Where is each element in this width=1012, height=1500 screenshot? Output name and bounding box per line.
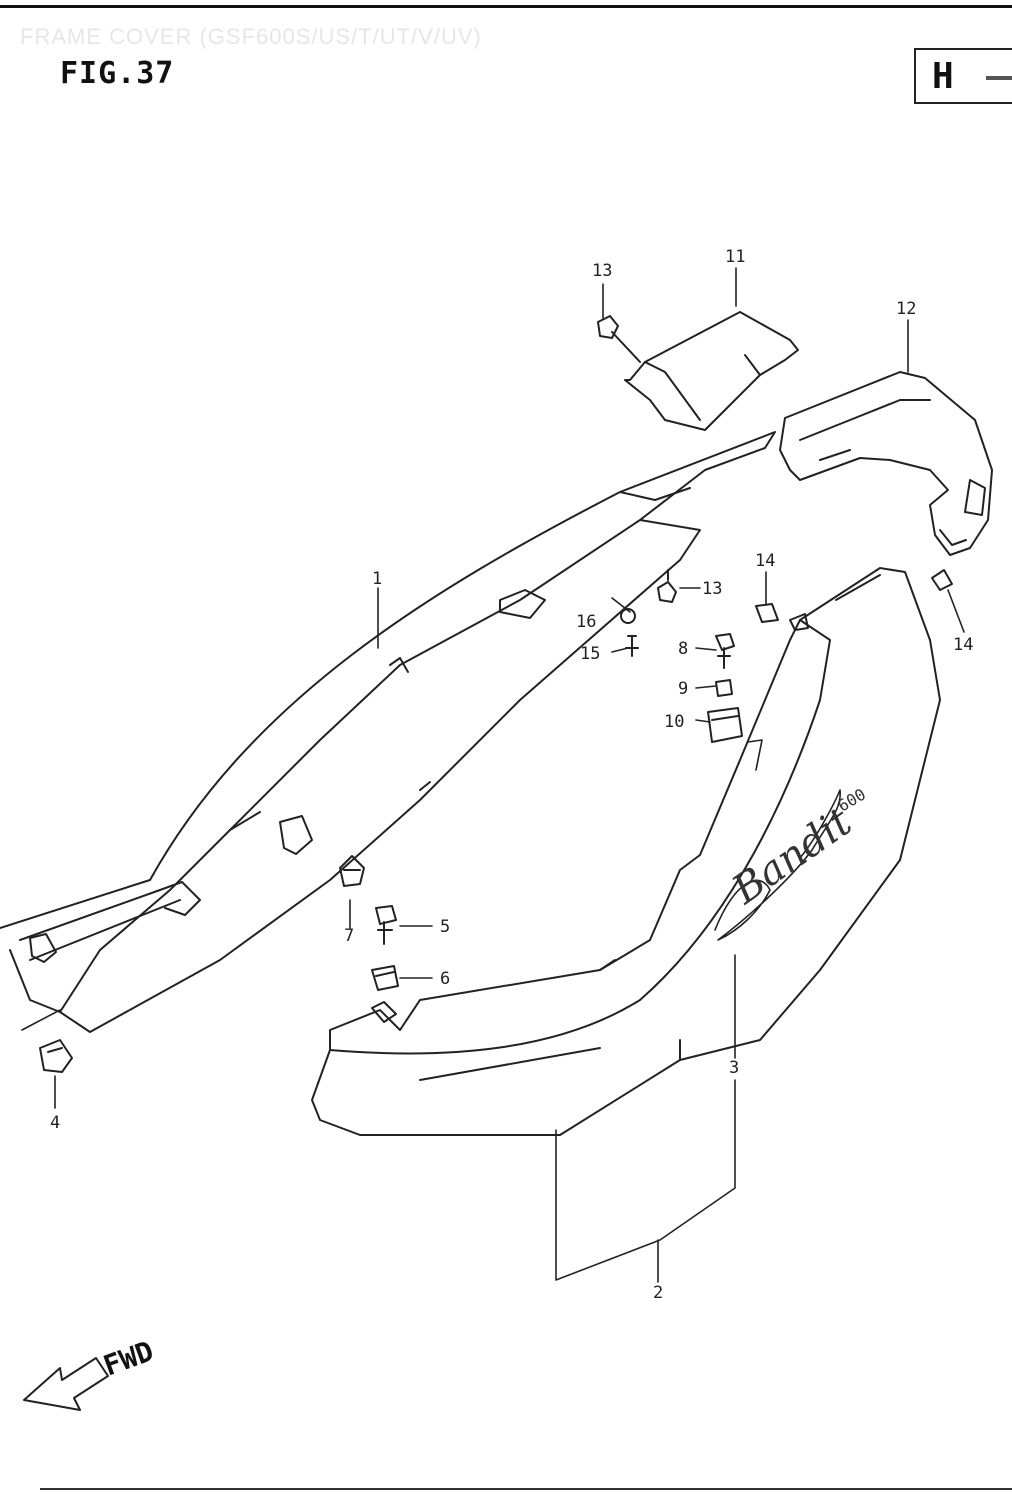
- part-14-clip-right: [931, 569, 953, 591]
- callout-3: 3: [729, 1058, 739, 1078]
- callout-14-right: 14: [953, 635, 973, 655]
- part-1-frame-cover-rail: [0, 431, 776, 1033]
- part-8-bolt: [715, 633, 735, 669]
- part-12-rear-cover: [779, 371, 993, 556]
- forward-arrow: FWD: [23, 1334, 158, 1411]
- section-badge-dash: [986, 76, 1012, 80]
- part-14-clip-left: [755, 603, 779, 623]
- callout-13-mid: 13: [702, 579, 722, 599]
- bandit-decal: Bandit 600: [714, 785, 869, 941]
- leader-lines: [21, 267, 965, 1283]
- callout-1: 1: [372, 569, 382, 589]
- callout-13-top: 13: [592, 261, 612, 281]
- callout-9: 9: [678, 679, 688, 699]
- part-7-grommet: [339, 855, 365, 887]
- callout-15: 15: [580, 644, 600, 664]
- part-13-mid-bolt: [657, 569, 677, 603]
- part-5-bolt: [375, 905, 397, 945]
- part-9-nut: [715, 679, 733, 697]
- small-parts: [39, 315, 953, 1073]
- callout-4: 4: [50, 1113, 60, 1133]
- diagram-subtitle: FRAME COVER (GSF600S/US/T/UT/V/UV): [20, 24, 482, 49]
- part-10-cushion: [707, 707, 743, 743]
- section-badge: H: [914, 48, 1012, 104]
- part-13-top-bolt: [597, 315, 641, 363]
- callout-7: 7: [344, 926, 354, 946]
- forward-arrow-icon: [23, 1357, 109, 1411]
- part-15-screw: [625, 635, 639, 657]
- callout-16: 16: [576, 612, 596, 632]
- section-badge-letter: H: [932, 56, 954, 97]
- part-11-tail-piece: [624, 311, 799, 431]
- top-border-line: [0, 5, 1012, 8]
- bandit-decal-script: Bandit: [724, 798, 861, 913]
- callout-10: 10: [664, 712, 684, 732]
- callout-2: 2: [653, 1283, 663, 1303]
- figure-number: FIG.37: [60, 56, 175, 91]
- part-16-washer: [620, 608, 636, 624]
- callout-8: 8: [678, 639, 688, 659]
- callout-6: 6: [440, 969, 450, 989]
- part-3-side-cover: [311, 567, 941, 1136]
- callout-11: 11: [725, 247, 745, 267]
- bottom-border-line: [40, 1488, 1012, 1490]
- callout-5: 5: [440, 917, 450, 937]
- part-4-grommet: [39, 1039, 73, 1073]
- forward-arrow-label: FWD: [99, 1334, 158, 1382]
- part-6-nut: [371, 965, 399, 991]
- callout-numbers: 1 13 11 12 16 15 13 14 14 8 9 10 7 5 6 4…: [50, 247, 973, 1303]
- callout-14-left: 14: [755, 551, 775, 571]
- callout-12: 12: [896, 299, 916, 319]
